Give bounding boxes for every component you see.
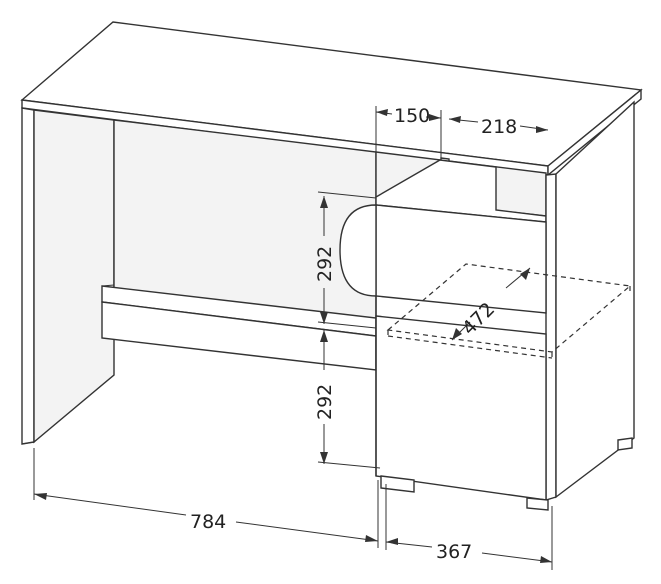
dim-472-arrow-b [520, 268, 530, 280]
dim-292b-ext-bottom [317, 461, 381, 469]
dim-label-150: 150 [394, 105, 430, 127]
dim-784-line-a [33, 493, 187, 516]
dim-784-arrow-left [34, 493, 47, 500]
foot-front-left [380, 475, 415, 493]
upper-drawer-front[interactable] [375, 204, 547, 314]
dim-292b-arrow-top [320, 330, 328, 342]
dim-label-292-upper: 292 [314, 246, 336, 282]
dim-367-line-b [481, 552, 553, 563]
dim-292b-arrow-bottom [320, 452, 328, 464]
pullout-shelf-outline [386, 263, 632, 353]
left-panel-inner [33, 109, 115, 444]
modesty-rail-top-edge [101, 284, 115, 287]
dim-292a-ext-top [317, 191, 377, 199]
foot-back-right [617, 437, 633, 451]
dim-292a-ext-bottom [317, 321, 377, 329]
dim-367-arrow-right [540, 556, 552, 563]
desk-top-side-edge [547, 88, 642, 177]
left-panel-foot [21, 441, 35, 445]
dim-784-arrow-right [365, 535, 378, 542]
dim-150-arrow-left [376, 109, 388, 116]
dim-292a-arrow-top [320, 196, 328, 208]
dim-label-292-lower: 292 [314, 384, 336, 420]
pullout-shelf-front-edge [387, 335, 553, 359]
dim-218-arrow-left [449, 116, 461, 123]
cabinet-side-right [555, 100, 635, 499]
cabinet-side-panel [545, 173, 557, 501]
dim-label-784: 784 [190, 511, 226, 533]
dim-150-arrow-right [429, 114, 441, 121]
dim-label-218: 218 [481, 116, 517, 138]
drawer-handle-cutout[interactable] [339, 204, 377, 297]
foot-front-right [526, 497, 549, 511]
left-panel-front [21, 107, 35, 445]
dim-218-arrow-right [536, 126, 548, 133]
dim-292a-arrow-bottom [320, 312, 328, 324]
dim-367-arrow-left [386, 538, 398, 545]
dim-784-line-b [235, 521, 379, 542]
dim-label-367: 367 [436, 541, 472, 563]
dim-472-arrow-a [452, 328, 462, 340]
lower-drawer-front[interactable] [375, 315, 547, 501]
